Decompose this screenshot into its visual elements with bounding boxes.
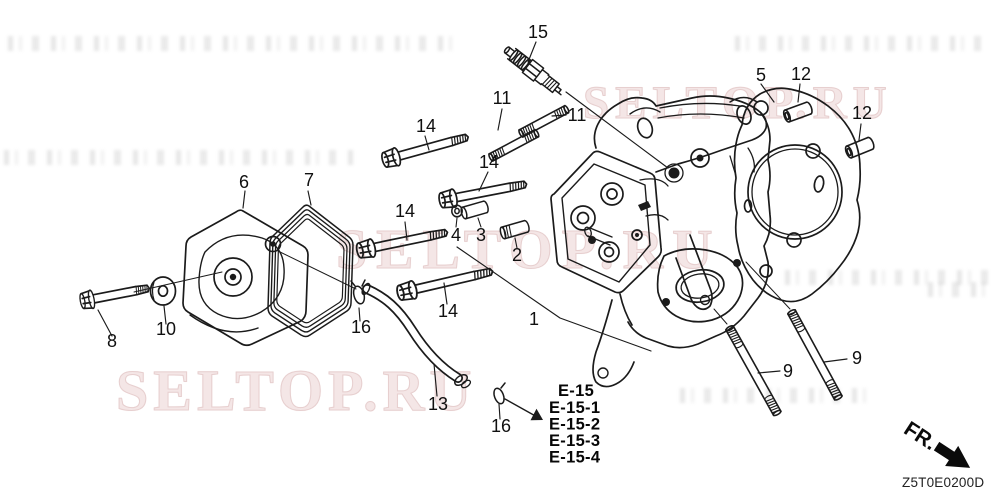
callout-12: 12 <box>852 103 872 123</box>
front-direction-indicator: FR. <box>900 417 971 468</box>
callout-labels: 1 2 3 4 5 6 7 8 9 9 10 11 11 12 12 13 14… <box>107 22 872 436</box>
stud-9-left-drawing <box>724 323 783 418</box>
reference-item: E-15-1 <box>549 399 600 417</box>
watermark-text: SELTOP.RU <box>583 77 893 129</box>
callout-2: 2 <box>512 245 522 265</box>
faint-watermark-remnant <box>785 270 990 285</box>
faint-watermark-remnant <box>4 150 354 165</box>
callout-6: 6 <box>239 172 249 192</box>
faint-watermark-remnant <box>928 282 994 297</box>
bolt-14c-drawing <box>354 222 451 261</box>
callout-9: 9 <box>852 348 862 368</box>
washer-10-drawing <box>149 276 177 306</box>
bolt-14b-drawing <box>436 174 530 211</box>
callout-8: 8 <box>107 331 117 351</box>
spark-plug-15-drawing <box>503 46 562 96</box>
callout-4: 4 <box>451 225 461 245</box>
reference-arrow <box>504 398 543 421</box>
cylinder-head-1-drawing <box>550 95 772 388</box>
callout-10: 10 <box>156 319 176 339</box>
callout-16: 16 <box>351 317 371 337</box>
faint-watermark-remnant <box>8 36 458 51</box>
head-gasket-5-drawing <box>733 87 862 303</box>
pivot-ring-4-drawing <box>451 204 518 249</box>
reference-item: E-15 <box>558 382 594 400</box>
callout-14: 14 <box>395 201 415 221</box>
callout-11: 11 <box>568 105 587 125</box>
callout-13: 13 <box>428 394 448 414</box>
reference-item: E-15-2 <box>549 416 600 434</box>
cover-gasket-7-drawing <box>267 204 354 338</box>
diagram-code: Z5T0E0200D <box>902 475 984 490</box>
hose-clamp-16b-drawing <box>493 382 506 405</box>
reference-item: E-15-3 <box>549 432 600 450</box>
stud-9-right-drawing <box>786 307 844 402</box>
faint-watermark-remnant <box>735 36 990 51</box>
bolt-14d-drawing <box>394 261 496 304</box>
faint-watermark-remnant <box>680 388 875 403</box>
stud-11a-drawing <box>517 104 571 139</box>
callout-14: 14 <box>438 301 458 321</box>
hose-clamp-16a-drawing <box>350 279 366 305</box>
callout-1: 1 <box>529 309 539 329</box>
callout-9: 9 <box>783 361 793 381</box>
valve-cover-6-drawing <box>182 209 309 347</box>
callout-5: 5 <box>756 65 766 85</box>
bolt-8-drawing <box>77 278 152 312</box>
callout-15: 15 <box>528 22 548 42</box>
callout-7: 7 <box>304 170 314 190</box>
pivot-stud-2-drawing <box>499 219 530 240</box>
watermark-text: SELTOP.RU <box>336 219 722 281</box>
watermark-text: SELTOP.RU <box>115 358 477 423</box>
front-direction-arrow-icon <box>933 441 971 468</box>
callout-12: 12 <box>791 64 811 84</box>
callout-16: 16 <box>491 416 511 436</box>
callout-11: 11 <box>493 88 512 108</box>
reference-item: E-15-4 <box>549 449 601 467</box>
breather-hose-13-drawing <box>361 282 472 389</box>
reference-block: E-15 E-15-1 E-15-2 E-15-3 E-15-4 <box>549 382 601 467</box>
dowel-pin-12a-drawing <box>781 100 815 124</box>
callout-3: 3 <box>476 225 486 245</box>
guide-pin-3-drawing <box>460 200 489 220</box>
callout-14: 14 <box>479 152 499 172</box>
callout-14: 14 <box>416 116 436 136</box>
